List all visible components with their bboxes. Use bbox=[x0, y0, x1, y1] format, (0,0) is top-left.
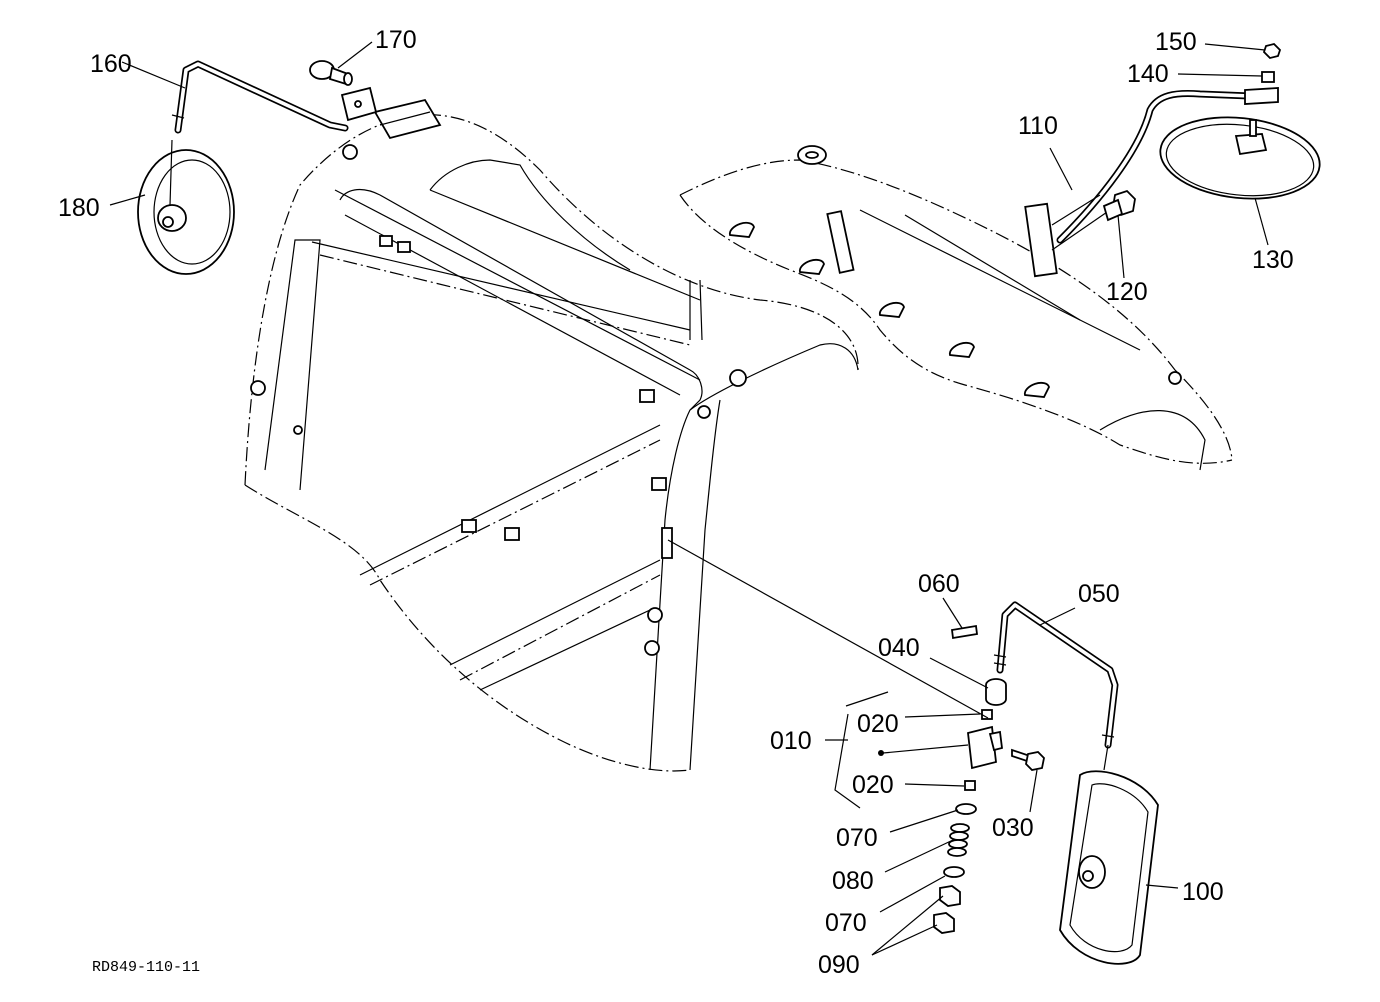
fender-outline bbox=[679, 145, 1233, 471]
callout-080: 080 bbox=[832, 867, 874, 895]
callout-070-top: 070 bbox=[836, 824, 878, 852]
bracket-110 bbox=[1024, 202, 1058, 278]
callout-130: 130 bbox=[1252, 246, 1294, 274]
nut-140 bbox=[1261, 71, 1275, 83]
callout-020-bottom: 020 bbox=[852, 771, 894, 799]
mirror-head-180 bbox=[137, 149, 235, 275]
bolt-170 bbox=[309, 60, 378, 122]
right-mirror-assembly bbox=[1024, 43, 1321, 278]
callout-060: 060 bbox=[918, 570, 960, 598]
callout-150: 150 bbox=[1155, 28, 1197, 56]
mirror-head-100 bbox=[1059, 770, 1159, 965]
callout-030: 030 bbox=[992, 814, 1034, 842]
callout-120: 120 bbox=[1106, 278, 1148, 306]
pin-060 bbox=[950, 624, 979, 640]
callout-labels: 160 170 180 150 140 110 130 120 060 050 … bbox=[58, 26, 1294, 979]
nut-150 bbox=[1262, 43, 1282, 59]
callout-160: 160 bbox=[90, 50, 132, 78]
callout-180: 180 bbox=[58, 194, 100, 222]
callout-010: 010 bbox=[770, 727, 812, 755]
bolt-030 bbox=[1025, 751, 1045, 771]
callout-110: 110 bbox=[1018, 112, 1058, 140]
nut-090a bbox=[939, 885, 961, 907]
callout-050: 050 bbox=[1078, 580, 1120, 608]
left-mirror-assembly bbox=[137, 60, 378, 275]
leader-lines bbox=[109, 41, 1269, 956]
callout-170: 170 bbox=[375, 26, 417, 54]
washer-070b bbox=[943, 866, 965, 878]
callout-070-bottom: 070 bbox=[825, 909, 867, 937]
cab-frame-outline bbox=[244, 98, 859, 772]
mirror-head-130 bbox=[1159, 116, 1321, 200]
spring-080 bbox=[947, 823, 970, 857]
callout-090: 090 bbox=[818, 951, 860, 979]
washer-070a bbox=[955, 803, 977, 815]
callout-040: 040 bbox=[878, 634, 920, 662]
callout-140: 140 bbox=[1127, 60, 1169, 88]
part-040 bbox=[985, 678, 1007, 706]
nut-090b bbox=[933, 912, 955, 934]
callout-100: 100 bbox=[1182, 878, 1224, 906]
reference-code: RD849-110-11 bbox=[92, 959, 200, 976]
callout-020-top: 020 bbox=[857, 710, 899, 738]
bolt-120 bbox=[1102, 189, 1136, 222]
bracket-010 bbox=[967, 725, 997, 770]
lower-mirror-assembly bbox=[667, 539, 1159, 965]
